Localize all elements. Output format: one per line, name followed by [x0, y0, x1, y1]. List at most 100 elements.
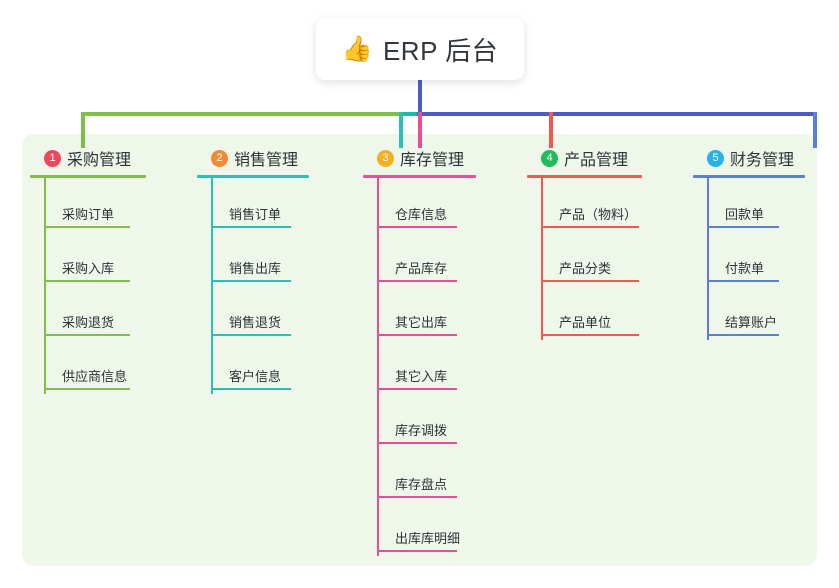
leaf-node[interactable]: 产品库存 — [377, 232, 501, 286]
leaf-label: 回款单 — [725, 207, 765, 222]
leaf-rule — [44, 226, 130, 228]
leaf-rule — [44, 334, 130, 336]
column-spine-5 — [707, 178, 709, 340]
leaf-node[interactable]: 产品分类 — [541, 232, 665, 286]
leaf-rule — [211, 280, 291, 282]
column-3: 3 库存管理仓库信息产品库存其它出库其它入库库存调拨库存盘点出库库明细 — [363, 146, 501, 556]
leaf-list-4: 产品（物料） 产品分类产品单位 — [541, 178, 665, 340]
leaf-node[interactable]: 销售出库 — [211, 232, 335, 286]
column-header-1[interactable]: 1 采购管理 — [30, 146, 168, 170]
leaf-label: 产品单位 — [559, 315, 612, 330]
column-title-4: 产品管理 — [564, 152, 629, 169]
leaf-rule — [377, 442, 457, 444]
leaf-label: 库存盘点 — [395, 477, 448, 492]
leaf-node[interactable]: 销售退货 — [211, 286, 335, 340]
leaf-list-5: 回款单付款单结算账户 — [707, 178, 831, 340]
leaf-node[interactable]: 采购退货 — [44, 286, 168, 340]
leaf-label: 采购入库 — [62, 261, 115, 276]
leaf-list-2: 销售订单销售出库销售退货客户信息 — [211, 178, 335, 394]
leaf-node[interactable]: 付款单 — [707, 232, 831, 286]
leaf-node[interactable]: 其它入库 — [377, 340, 501, 394]
root-node-label: ERP 后台 — [382, 35, 499, 66]
leaf-node[interactable]: 采购订单 — [44, 178, 168, 232]
leaf-label: 库存调拨 — [395, 423, 448, 438]
leaf-label: 仓库信息 — [395, 207, 448, 222]
leaf-node[interactable]: 库存盘点 — [377, 448, 501, 502]
leaf-label: 供应商信息 — [62, 369, 128, 384]
column-badge-4: 4 — [541, 149, 558, 167]
column-rule-4 — [527, 175, 642, 178]
column-spine-3 — [377, 178, 379, 556]
leaf-label: 销售退货 — [229, 315, 282, 330]
leaf-node[interactable]: 供应商信息 — [44, 340, 168, 394]
leaf-rule — [377, 334, 457, 336]
column-title-1: 采购管理 — [67, 152, 132, 169]
leaf-node[interactable]: 销售订单 — [211, 178, 335, 232]
leaf-rule — [707, 226, 779, 228]
column-1: 1 采购管理采购订单采购入库采购退货供应商信息 — [30, 146, 168, 394]
leaf-node[interactable]: 仓库信息 — [377, 178, 501, 232]
leaf-node[interactable]: 产品单位 — [541, 286, 665, 340]
diagram-panel — [22, 134, 817, 566]
leaf-label: 销售订单 — [229, 207, 282, 222]
thumbs-up-icon: 👍 — [341, 34, 373, 63]
leaf-node[interactable]: 客户信息 — [211, 340, 335, 394]
column-badge-3: 3 — [377, 149, 394, 167]
leaf-node[interactable]: 库存调拨 — [377, 394, 501, 448]
column-header-3[interactable]: 3 库存管理 — [363, 146, 501, 170]
leaf-label: 产品库存 — [395, 261, 448, 276]
leaf-label: 采购退货 — [62, 315, 115, 330]
leaf-list-1: 采购订单采购入库采购退货供应商信息 — [44, 178, 168, 394]
leaf-rule — [541, 226, 639, 228]
column-header-4[interactable]: 4 产品管理 — [527, 146, 665, 170]
root-node[interactable]: 👍 ERP 后台 — [316, 18, 524, 80]
leaf-label: 付款单 — [725, 261, 765, 276]
leaf-list-3: 仓库信息产品库存其它出库其它入库库存调拨库存盘点出库库明细 — [377, 178, 501, 556]
column-header-2[interactable]: 2 销售管理 — [197, 146, 335, 170]
leaf-label: 客户信息 — [229, 369, 282, 384]
column-rule-2 — [197, 175, 309, 178]
leaf-rule — [707, 334, 779, 336]
leaf-label: 产品分类 — [559, 261, 612, 276]
column-rule-3 — [363, 175, 476, 178]
leaf-node[interactable]: 产品（物料） — [541, 178, 665, 232]
leaf-rule — [44, 388, 130, 390]
column-title-2: 销售管理 — [234, 152, 299, 169]
leaf-rule — [211, 388, 291, 390]
leaf-rule — [707, 280, 779, 282]
column-badge-5: 5 — [707, 149, 724, 167]
leaf-node[interactable]: 采购入库 — [44, 232, 168, 286]
leaf-rule — [211, 226, 291, 228]
leaf-rule — [377, 280, 457, 282]
leaf-node[interactable]: 结算账户 — [707, 286, 831, 340]
column-rule-1 — [30, 175, 146, 178]
leaf-label: 采购订单 — [62, 207, 115, 222]
leaf-rule — [377, 226, 457, 228]
column-4: 4 产品管理产品（物料） 产品分类产品单位 — [527, 146, 665, 340]
column-spine-1 — [44, 178, 46, 394]
leaf-label: 其它入库 — [395, 369, 448, 384]
leaf-rule — [44, 280, 130, 282]
column-rule-5 — [693, 175, 805, 178]
column-badge-2: 2 — [211, 149, 228, 167]
leaf-rule — [377, 550, 457, 552]
column-title-3: 库存管理 — [400, 152, 465, 169]
leaf-rule — [211, 334, 291, 336]
column-spine-4 — [541, 178, 543, 340]
leaf-label: 结算账户 — [725, 315, 778, 330]
leaf-rule — [377, 496, 457, 498]
column-2: 2 销售管理销售订单销售出库销售退货客户信息 — [197, 146, 335, 394]
leaf-node[interactable]: 回款单 — [707, 178, 831, 232]
leaf-label: 其它出库 — [395, 315, 448, 330]
leaf-node[interactable]: 其它出库 — [377, 286, 501, 340]
leaf-rule — [541, 280, 639, 282]
leaf-node[interactable]: 出库库明细 — [377, 502, 501, 556]
column-badge-1: 1 — [44, 149, 61, 167]
leaf-rule — [541, 334, 639, 336]
leaf-rule — [377, 388, 457, 390]
leaf-label: 销售出库 — [229, 261, 282, 276]
